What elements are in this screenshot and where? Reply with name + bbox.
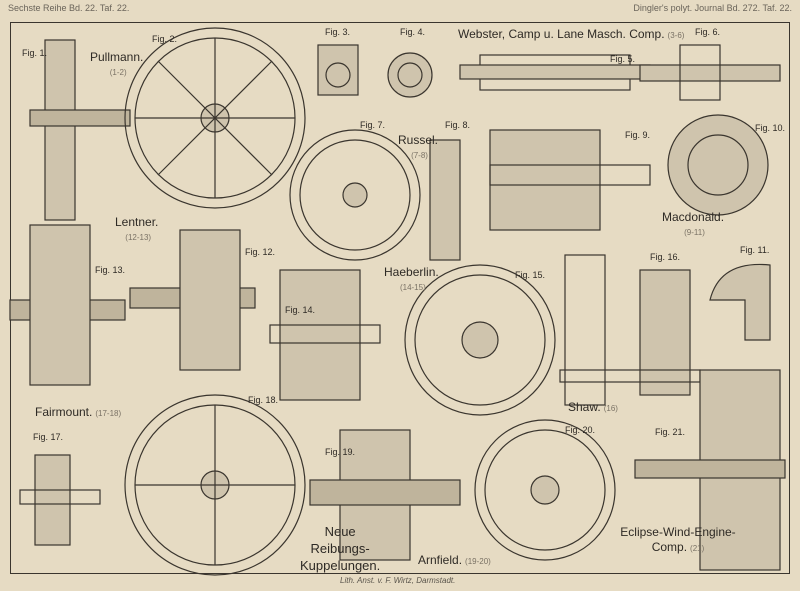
fig-12-label: Fig. 12. [245,247,276,257]
fig9-drawing [489,129,651,231]
fig13-drawing [9,224,126,386]
header-right: Dingler's polyt. Journal Bd. 272. Taf. 2… [633,3,792,13]
fig6-drawing [639,44,781,101]
header-left: Sechste Reihe Bd. 22. Taf. 22. [8,3,130,13]
fig15-wheel [404,264,556,416]
maker-russel: Russel.(7-8) [398,133,439,160]
fig12-drawing [129,229,256,371]
fig-2-label: Fig. 2. [152,34,178,44]
fig-20-label: Fig. 20. [565,425,596,435]
fig16-drawing [559,254,701,406]
fig3-drawing [317,44,359,96]
fig2-wheel [124,27,306,209]
maker-pullmann: Pullmann.(1-2) [90,50,144,77]
fig-16-label: Fig. 16. [650,252,681,262]
fig-17-label: Fig. 17. [33,432,64,442]
fig10-drawing [667,114,769,216]
plate-title-line: Kuppelungen. [300,558,381,573]
maker-webster: Webster, Camp u. Lane Masch. Comp.(3-6) [458,27,685,41]
lithographer-credit: Lith. Anst. v. F. Wirtz, Darmstadt. [340,576,456,585]
maker-shaw: Shaw.(16) [568,400,618,414]
fig-18-label: Fig. 18. [248,395,279,405]
plate-title-line: Neue [324,524,356,539]
maker-eclipse: Eclipse-Wind-Engine-Comp.(21) [620,525,736,554]
fig-6-label: Fig. 6. [695,27,721,37]
fig4-drawing [387,52,433,98]
fig-1-label: Fig. 1. [22,48,48,58]
maker-macdonald: Macdonald.(9-11) [662,210,725,237]
fig-14-label: Fig. 14. [285,305,316,315]
fig21-drawing [634,369,786,571]
fig18-wheel [124,394,306,576]
fig20-wheel [474,419,616,561]
fig8-drawing [429,139,461,261]
fig-5-label: Fig. 5. [610,54,636,64]
fig17-drawing [19,454,101,546]
maker-fairmount: Fairmount.(17-18) [35,405,122,419]
fig-11-label: Fig. 11. [740,245,770,255]
fig-10-label: Fig. 10. [755,123,786,133]
plate-title: Neue Reibungs- Kuppelungen. [300,523,380,574]
plate-title-line: Reibungs- [310,541,370,556]
fig7-wheel [289,129,421,261]
fig14-drawing [269,269,381,401]
maker-haeberlin: Haeberlin.(14-15) [384,265,439,292]
fig-4-label: Fig. 4. [400,27,426,37]
fig11-drawing [709,263,771,341]
fig-3-label: Fig. 3. [325,27,351,37]
fig-9-label: Fig. 9. [625,130,651,140]
fig-21-label: Fig. 21. [655,427,686,437]
maker-lentner: Lentner.(12-13) [115,215,159,242]
fig1-drawing [29,39,131,221]
fig-15-label: Fig. 15. [515,270,546,280]
fig19-drawing [309,429,461,561]
maker-arnfield: Arnfield.(19-20) [418,553,491,567]
fig-8-label: Fig. 8. [445,120,471,130]
fig-13-label: Fig. 13. [95,265,126,275]
fig-7-label: Fig. 7. [360,120,386,130]
plate-frame [10,22,790,574]
fig5-drawing [459,54,651,91]
fig-19-label: Fig. 19. [325,447,356,457]
